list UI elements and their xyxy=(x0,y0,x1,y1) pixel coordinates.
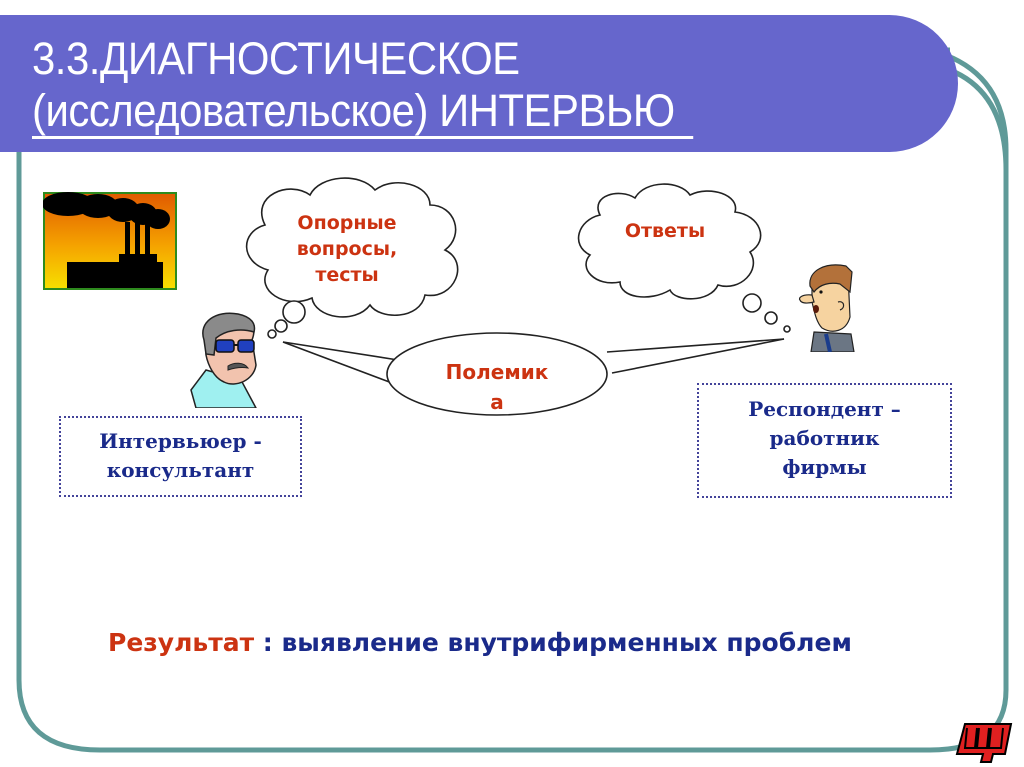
cloud-right-line-1: Ответы xyxy=(624,220,706,242)
man-with-glasses-icon xyxy=(190,312,257,408)
interviewer-line-2: консультант xyxy=(106,458,255,482)
result-separator: : xyxy=(254,628,282,657)
polemic-line-2: а xyxy=(490,390,504,414)
cloud-left-text: Опорные вопросы, тесты xyxy=(282,210,412,288)
respondent-label: Респондент – работник фирмы xyxy=(697,383,952,498)
result-label: Результат xyxy=(108,628,255,657)
interviewer-label: Интервьюер - консультант xyxy=(59,416,302,497)
title-line-1: 3.3.ДИАГНОСТИЧЕСКОЕ xyxy=(32,33,520,84)
cloud-left-line-3: тесты xyxy=(315,264,379,286)
surprised-man-icon xyxy=(798,264,855,352)
result-statement: Результат : выявление внутрифирменных пр… xyxy=(108,628,852,657)
polemic-line-1: Полемик xyxy=(445,360,549,384)
respondent-line-1: Респондент – xyxy=(748,397,901,421)
slide-title: 3.3.ДИАГНОСТИЧЕСКОЕ (исследовательское) … xyxy=(32,33,694,139)
title-line-2: (исследовательское) ИНТЕРВЬЮ xyxy=(32,86,694,139)
result-value: выявление внутрифирменных проблем xyxy=(281,628,852,657)
umc-logo-icon xyxy=(955,723,1013,763)
respondent-line-3: фирмы xyxy=(782,455,867,479)
respondent-line-2: работник xyxy=(769,426,880,450)
title-bar: 3.3.ДИАГНОСТИЧЕСКОЕ (исследовательское) … xyxy=(0,15,958,152)
cloud-right-text: Ответы xyxy=(600,218,730,244)
polemic-text: Полемик а xyxy=(432,357,562,417)
factory-icon xyxy=(43,192,177,290)
cloud-left-line-1: Опорные xyxy=(297,212,397,234)
interviewer-line-1: Интервьюер - xyxy=(99,429,262,453)
cloud-left-line-2: вопросы, xyxy=(296,238,398,260)
